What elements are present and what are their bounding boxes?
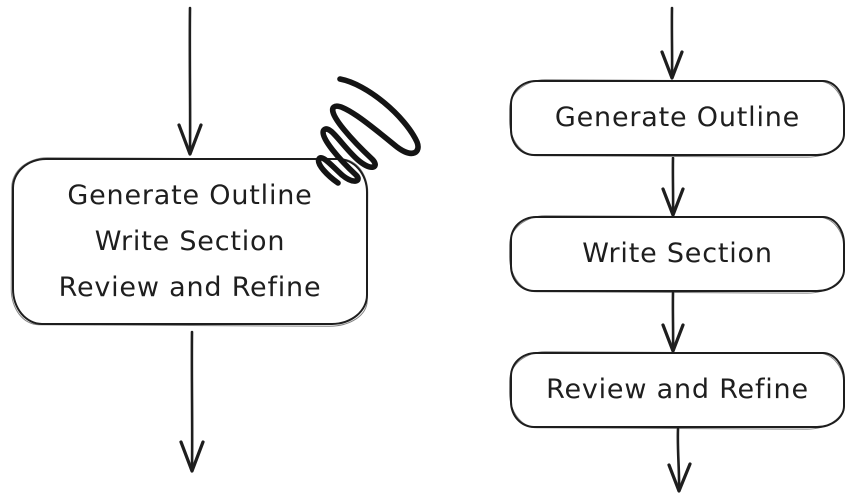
right-node-1-label: Generate Outline <box>554 102 801 133</box>
arrow-down-out-of-left-node <box>179 330 205 473</box>
right-node-generate-outline: Generate Outline <box>510 80 845 156</box>
right-node-2-label: Write Section <box>582 238 773 269</box>
scratch-out-scribble-icon <box>315 76 421 186</box>
right-node-write-section: Write Section <box>510 216 845 292</box>
combined-node-line-1: Generate Outline <box>67 179 313 211</box>
arrow-down-into-left-node <box>177 6 203 156</box>
arrow-node-2-to-node-3 <box>661 292 685 353</box>
arrow-node-1-to-node-2 <box>661 157 685 217</box>
right-node-3-label: Review and Refine <box>546 374 809 405</box>
combined-node-line-2: Write Section <box>94 225 286 257</box>
combined-node-line-3: Review and Refine <box>58 271 322 303</box>
arrow-down-out-of-right-node-3 <box>667 428 692 493</box>
combined-steps-node: Generate Outline Write Section Review an… <box>12 158 368 325</box>
right-node-review-and-refine: Review and Refine <box>510 352 845 428</box>
arrow-down-into-right-node-1 <box>660 6 684 80</box>
